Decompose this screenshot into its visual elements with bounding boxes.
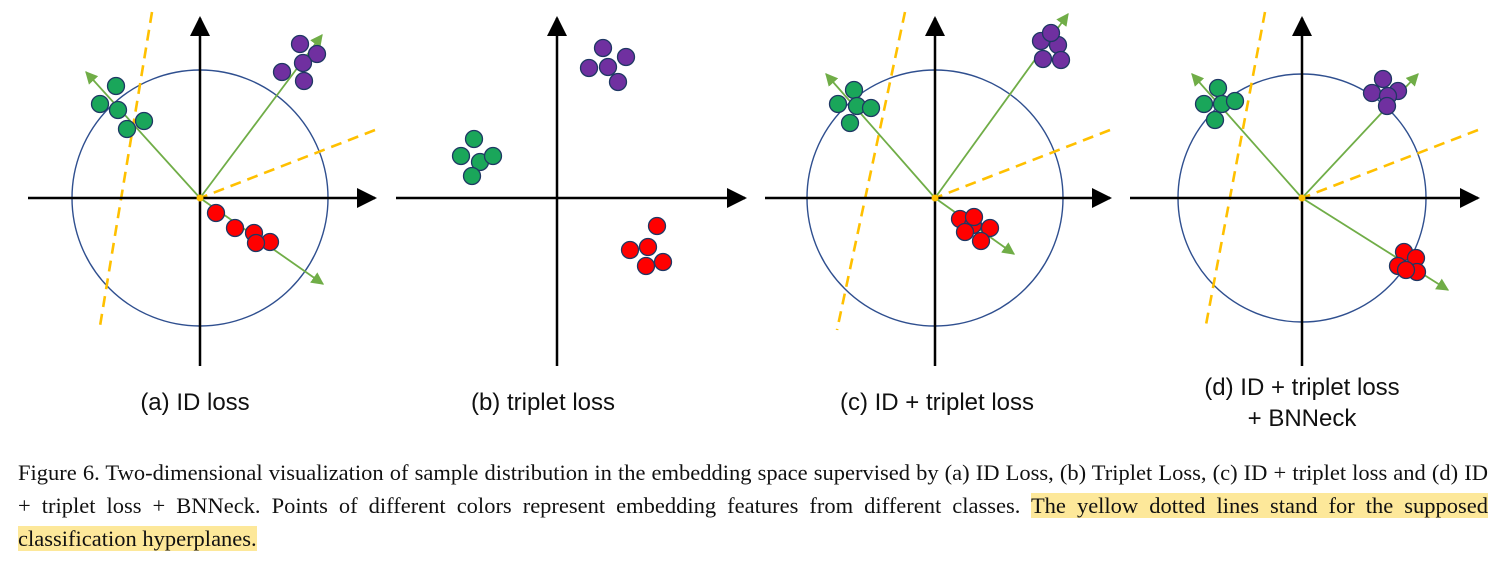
purple-sample: [1033, 49, 1053, 69]
panel-label-line: + BNNeck: [1247, 405, 1357, 432]
panel-label-b: (b) triplet loss: [393, 387, 693, 418]
hyperplane-line: [1301, 128, 1479, 200]
red-sample: [971, 231, 991, 251]
purple-sample: [1041, 23, 1061, 43]
purple-sample: [616, 47, 636, 67]
purple-sample: [307, 44, 327, 64]
purple-sample: [579, 58, 599, 78]
purple-sample: [608, 72, 628, 92]
hyperplane-line: [199, 128, 376, 200]
hyperplane-line: [1203, 11, 1267, 331]
panel-label-line: (b) triplet loss: [470, 389, 616, 416]
red-sample: [647, 216, 667, 236]
origin-point: [196, 194, 204, 202]
green-sample: [1194, 94, 1214, 114]
green-sample: [861, 98, 881, 118]
red-sample: [636, 256, 656, 276]
hyperplane-line: [98, 11, 154, 327]
green-sample: [1225, 91, 1245, 111]
purple-sample: [1373, 69, 1393, 89]
class-center-arrow: [85, 71, 201, 199]
origin-point: [1298, 194, 1306, 202]
red-sample: [955, 222, 975, 242]
red-sample: [980, 218, 1000, 238]
purple-sample: [294, 71, 314, 91]
red-sample: [225, 218, 245, 238]
panel-d: [1130, 11, 1480, 366]
panel-label-line: (c) ID + triplet loss: [839, 389, 1035, 416]
panel-c: [765, 11, 1112, 366]
purple-sample: [593, 38, 613, 58]
purple-sample: [1051, 50, 1071, 70]
green-sample: [117, 119, 137, 139]
class-center-arrow: [825, 73, 936, 199]
green-sample: [828, 94, 848, 114]
panel-b: [396, 16, 747, 366]
green-sample: [1205, 110, 1225, 130]
green-sample: [840, 113, 860, 133]
figure-6: [28, 11, 1480, 366]
figure-caption: Figure 6. Two-dimensional visualization …: [18, 456, 1488, 555]
panel-a: [28, 11, 377, 366]
red-sample: [638, 237, 658, 257]
green-sample: [90, 94, 110, 114]
hyperplane-line: [934, 128, 1111, 200]
class-center-arrow: [1301, 197, 1450, 291]
purple-sample: [272, 62, 292, 82]
red-sample: [964, 207, 984, 227]
green-sample: [106, 76, 126, 96]
panel-label-a: (a) ID loss: [45, 387, 345, 418]
purple-sample: [290, 34, 310, 54]
purple-sample: [1362, 83, 1382, 103]
red-sample: [653, 252, 673, 272]
green-sample: [464, 129, 484, 149]
purple-sample: [598, 57, 618, 77]
green-sample: [844, 80, 864, 100]
red-sample: [246, 233, 266, 253]
green-sample: [462, 166, 482, 186]
panel-label-line: (d) ID + triplet loss: [1204, 374, 1400, 401]
hyperplane-line: [835, 11, 907, 331]
green-sample: [483, 146, 503, 166]
green-sample: [451, 146, 471, 166]
red-sample: [620, 240, 640, 260]
panel-label-line: (a) ID loss: [140, 389, 250, 416]
green-sample: [108, 100, 128, 120]
green-sample: [1208, 78, 1228, 98]
panel-label-c: (c) ID + triplet loss: [787, 387, 1087, 418]
purple-sample: [293, 53, 313, 73]
origin-point: [931, 194, 939, 202]
green-sample: [134, 111, 154, 131]
red-sample: [206, 203, 226, 223]
red-sample: [1396, 260, 1416, 280]
purple-sample: [1377, 96, 1397, 116]
caption-text: Figure 6. Two-dimensional visualization …: [18, 460, 1488, 518]
class-center-arrow: [1191, 73, 1303, 199]
panel-label-d: (d) ID + triplet loss + BNNeck: [1152, 372, 1452, 434]
